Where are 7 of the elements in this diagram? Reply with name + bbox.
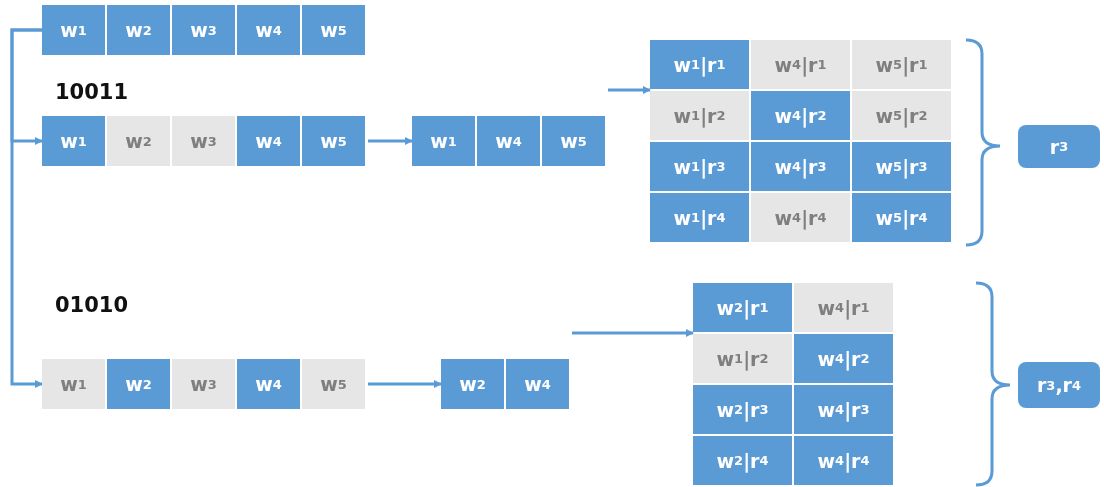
arrow	[368, 137, 413, 145]
arrow	[608, 86, 651, 94]
arrow	[10, 28, 43, 388]
bit-mask-label: 10011	[55, 80, 129, 104]
arrow	[572, 329, 694, 337]
bit-mask-label: 01010	[55, 293, 129, 317]
arrow	[368, 380, 442, 388]
